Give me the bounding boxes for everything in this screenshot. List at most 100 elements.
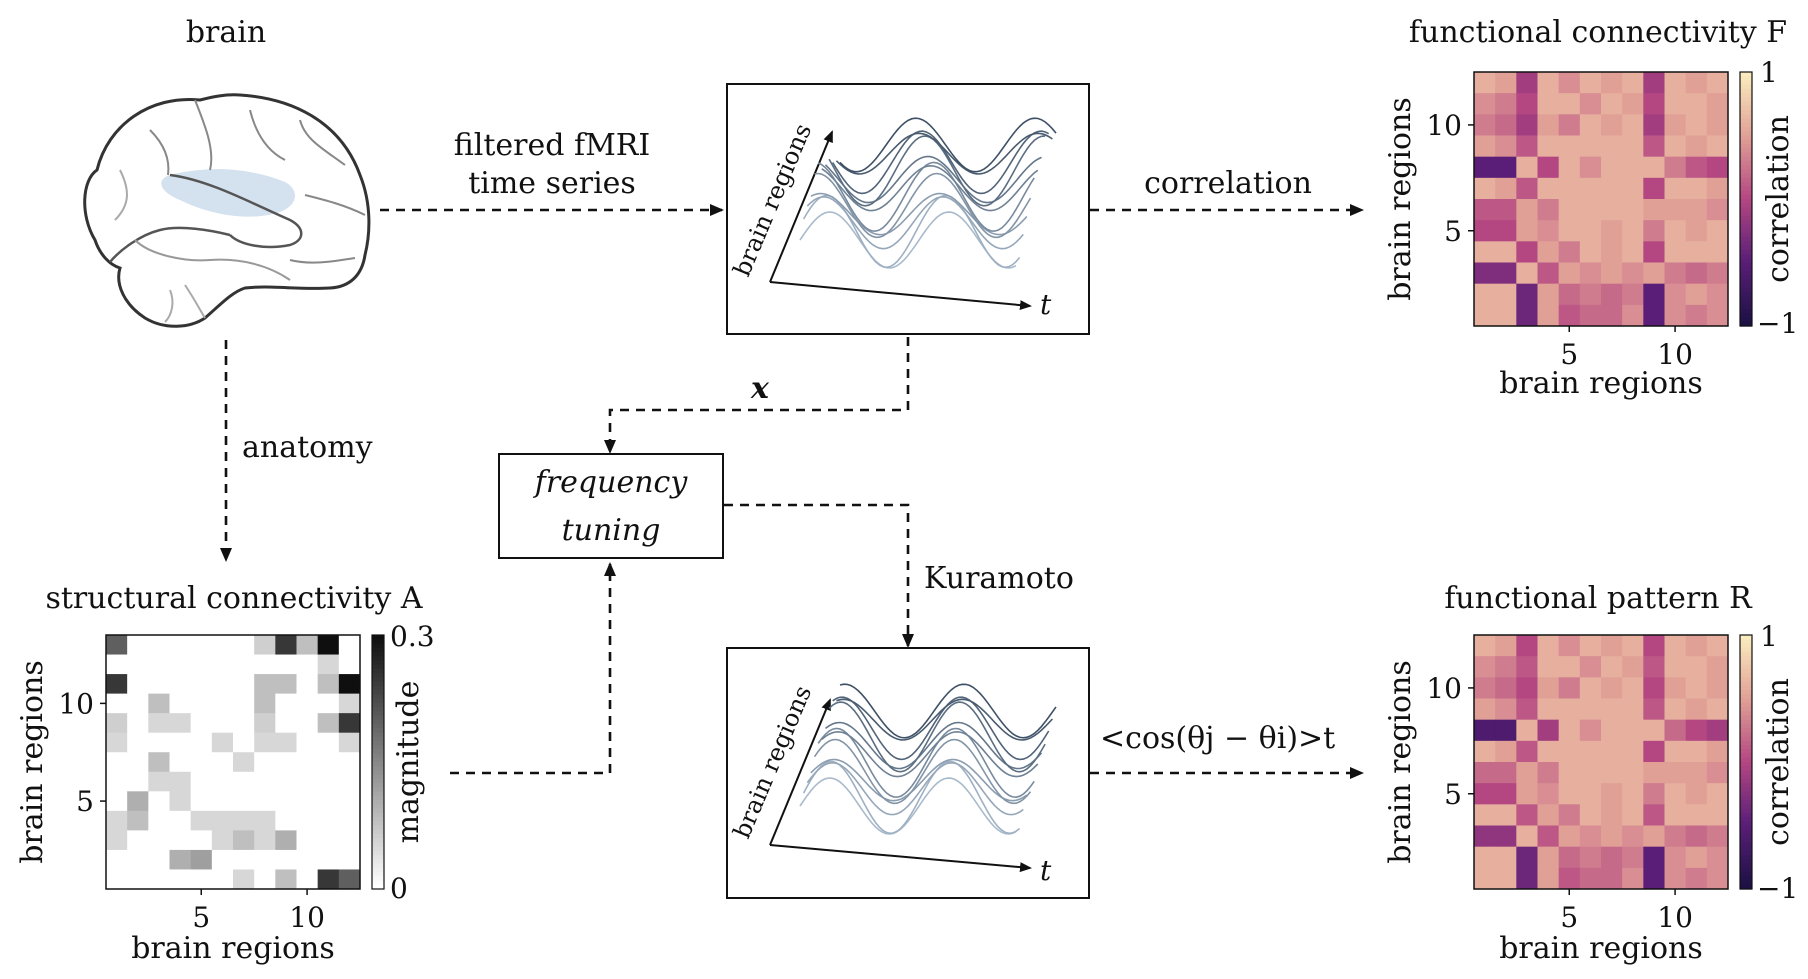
- tuning-line1: frequency: [533, 465, 689, 500]
- heatmap-cell: [1579, 156, 1602, 179]
- heatmap-cell: [1706, 825, 1729, 848]
- heatmap-a-colorbar-max: 0.3: [390, 620, 435, 653]
- heatmap-cell: [1516, 762, 1538, 784]
- heatmap-cell: [1558, 677, 1581, 699]
- heatmap-cell: [169, 732, 192, 753]
- heatmap-cell: [169, 654, 192, 675]
- heatmap-cell: [169, 674, 192, 695]
- heatmap-cell: [1495, 135, 1517, 158]
- heatmap-cell: [1685, 93, 1708, 115]
- heatmap-cell: [254, 713, 276, 734]
- heatmap-cell: [1537, 114, 1560, 136]
- heatmap-cell: [1516, 241, 1538, 263]
- heatmap-cell: [1643, 846, 1665, 869]
- heatmap-cell: [1537, 177, 1560, 200]
- brain-title: brain: [186, 15, 266, 50]
- heatmap-cell: [1622, 656, 1644, 678]
- heatmap-cell: [211, 810, 234, 831]
- heatmap-cell: [1664, 635, 1687, 657]
- heatmap-cell: [127, 635, 149, 656]
- heatmap-cell: [1685, 72, 1708, 94]
- heatmap-cell: [1664, 825, 1687, 848]
- heatmap-cell: [233, 713, 255, 734]
- heatmap-cell: [1643, 93, 1665, 115]
- label-anatomy: anatomy: [242, 430, 373, 465]
- heatmap-cell: [1622, 177, 1644, 200]
- heatmap-cell: [1558, 114, 1581, 136]
- y-tick-label: 10: [58, 687, 94, 720]
- heatmap-cell: [1474, 635, 1496, 657]
- heatmap-cell: [1622, 677, 1644, 699]
- heatmap-cell: [1495, 719, 1517, 742]
- heatmap-cell: [296, 830, 319, 851]
- timeseries-top-panel: brain regions t: [726, 83, 1090, 335]
- heatmap-cell: [1516, 177, 1538, 200]
- heatmap-cell: [148, 752, 170, 773]
- heatmap-cell: [1516, 220, 1538, 242]
- heatmap-cell: [1664, 156, 1687, 179]
- heatmap-cell: [1474, 304, 1496, 327]
- heatmap-cell: [1622, 740, 1644, 763]
- heatmap-cell: [338, 635, 361, 656]
- heatmap-cell: [1601, 698, 1623, 721]
- heatmap-cell: [1495, 283, 1517, 306]
- heatmap-cell: [1474, 804, 1496, 826]
- heatmap-cell: [1474, 177, 1496, 200]
- heatmap-cell: [338, 674, 361, 695]
- heatmap-cell: [1537, 719, 1560, 742]
- heatmap-cell: [1664, 241, 1687, 263]
- heatmap-cell: [275, 732, 297, 753]
- heatmap-cell: [1601, 740, 1623, 763]
- heatmap-cell: [1643, 783, 1665, 805]
- heatmap-cell: [1558, 283, 1581, 306]
- heatmap-cell: [254, 674, 276, 695]
- heatmap-cell: [338, 810, 361, 831]
- heatmap-cell: [1537, 825, 1560, 848]
- heatmap-cell: [1537, 93, 1560, 115]
- heatmap-cell: [1706, 762, 1729, 784]
- heatmap-cell: [1579, 241, 1602, 263]
- heatmap-cell: [106, 693, 128, 714]
- heatmap-cell: [1706, 783, 1729, 805]
- heatmap-cell: [1579, 656, 1602, 678]
- heatmap-cell: [1495, 867, 1517, 890]
- heatmap-cell: [254, 732, 276, 753]
- heatmap-cell: [1685, 698, 1708, 721]
- heatmap-cell: [190, 674, 213, 695]
- heatmap-cell: [1495, 677, 1517, 699]
- heatmap-cell: [1537, 698, 1560, 721]
- heatmap-cell: [106, 830, 128, 851]
- heatmap-cell: [1685, 283, 1708, 306]
- heatmap-cell: [1537, 635, 1560, 657]
- heatmap-cell: [1643, 804, 1665, 826]
- heatmap-cell: [233, 771, 255, 792]
- heatmap-cell: [1601, 719, 1623, 742]
- heatmap-cell: [1601, 656, 1623, 678]
- region-trace: [813, 738, 1032, 805]
- heatmap-cell: [1706, 262, 1729, 285]
- heatmap-cell: [169, 830, 192, 851]
- heatmap-cell: [338, 830, 361, 851]
- heatmap-cell: [1664, 867, 1687, 890]
- arrow-x: [604, 337, 910, 454]
- heatmap-cell: [1474, 72, 1496, 94]
- heatmap-cell: [275, 830, 297, 851]
- heatmap-cell: [190, 752, 213, 773]
- heatmap-cell: [1622, 135, 1644, 158]
- heatmap-cell: [1537, 72, 1560, 94]
- region-trace: [814, 172, 1032, 239]
- region-trace: [824, 155, 1042, 204]
- heatmap-r-colorbar-label: correlation: [1761, 678, 1796, 846]
- heatmap-cell: [1558, 846, 1581, 869]
- heatmap-cell: [1664, 677, 1687, 699]
- heatmap-cell: [254, 791, 276, 812]
- label-cos: <cos(θj − θi)>t: [1100, 721, 1335, 756]
- heatmap-f-cells: [1474, 72, 1729, 327]
- heatmap-cell: [1601, 635, 1623, 657]
- heatmap-cell: [1685, 867, 1708, 890]
- heatmap-cell: [1558, 698, 1581, 721]
- heatmap-a-colorbar: [372, 635, 384, 890]
- y-tick-label: 5: [76, 785, 94, 818]
- heatmap-cell: [1558, 635, 1581, 657]
- heatmap-cell: [211, 869, 234, 890]
